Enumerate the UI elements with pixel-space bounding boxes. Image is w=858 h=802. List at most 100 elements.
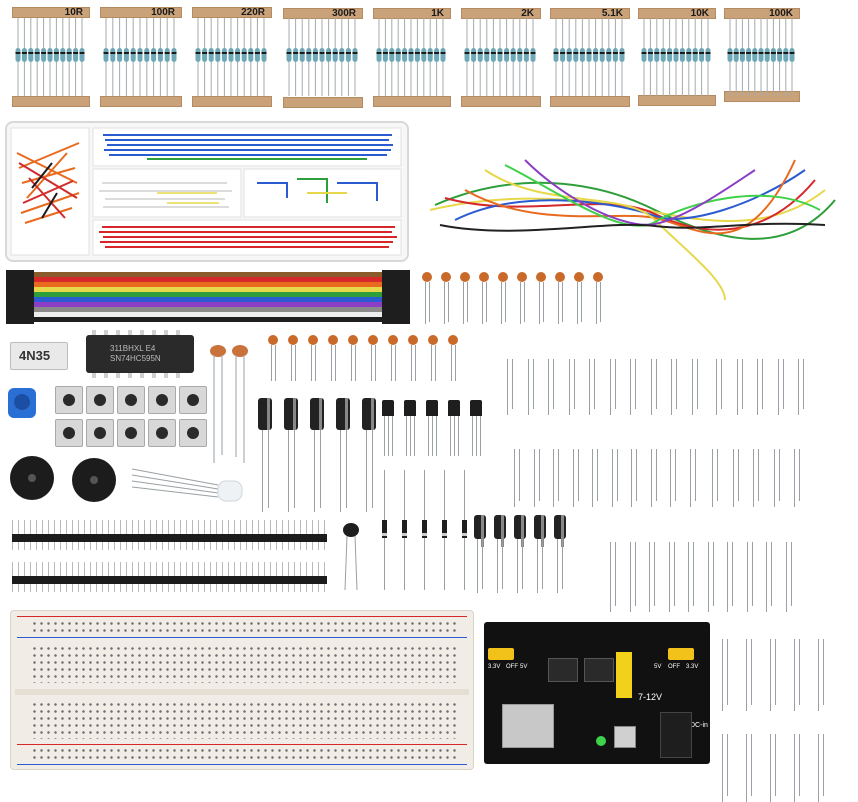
capacitor-lead [340,430,341,512]
led-leg [722,734,723,802]
resistor-band [326,52,332,54]
voltage-label: 7-12V [638,692,663,702]
ceramic-capacitor [388,335,398,345]
resistor-body [471,48,477,62]
resistor-body [421,48,427,62]
led-leg [803,359,804,409]
led-leg [597,449,598,501]
electrolytic-capacitor [554,515,566,547]
resistor-band [477,52,483,54]
capacitor-lead [351,345,352,381]
resistor-band [427,52,433,54]
transistor-lead [476,416,477,456]
led-leg [775,734,776,796]
resistor-body [171,48,177,62]
capacitor-lead [346,430,347,508]
electrolytic-capacitor [258,398,272,430]
diode [442,520,447,538]
capacitor-lead [375,345,376,381]
jumper-wire-box [5,121,409,262]
transistor-lead [480,416,481,456]
resistor-body [427,48,433,62]
resistor-body [66,48,72,62]
power-button[interactable] [614,726,636,748]
capacitor-lead [268,430,269,508]
resistor-band [599,52,605,54]
capacitor-lead [537,539,538,593]
ceramic-capacitor [555,272,565,282]
tactile-button [148,419,176,447]
ic-pins-top [92,330,188,335]
resistor-body [123,48,129,62]
resistor-tape-100k: 100K [724,8,800,19]
resistor-body [117,48,123,62]
resistor-body [60,48,66,62]
resistor-body [73,48,79,62]
resistor-bodies [15,18,795,96]
led-leg [775,639,776,705]
transistor [448,400,460,416]
resistor-band [15,52,21,54]
capacitor-lead [467,282,468,322]
ceramic-capacitor [368,335,378,345]
resistor-body [202,48,208,62]
led-leg [609,359,611,415]
capacitor-lead [524,282,525,322]
transistor-lead [406,416,407,456]
tactile-button [55,419,83,447]
ceramic-capacitor [268,335,278,345]
resistor-body [241,48,247,62]
diode [462,520,467,538]
led-leg [770,734,771,802]
resistor-label-10r: 10R [64,7,83,18]
resistor-body [647,48,653,62]
ceramic-capacitor [460,272,470,282]
led-leg [818,639,819,711]
tactile-button [179,419,207,447]
capacitor-lead [295,345,296,381]
dupont-wire-bundle [429,159,836,301]
resistor-body [553,48,559,62]
ceramic-capacitor [536,272,546,282]
capacitor-lead [429,282,430,322]
ceramic-capacitor [428,335,438,345]
resistor-tape-10k: 10K [638,8,716,19]
led-leg [573,359,575,409]
power-led [596,736,606,746]
led-leg [655,359,657,409]
ceramic-capacitor [441,272,451,282]
ceramic-capacitor [498,272,508,282]
resistor-band [619,52,625,54]
capacitor-lead [497,539,498,593]
transistor-lead [388,416,389,456]
resistor-body [770,48,776,62]
led-leg [636,449,637,501]
resistor-label-1k: 1K [431,8,444,19]
resistor-tape-10r: 10R [12,7,90,18]
optocoupler: 4N35 [10,342,68,370]
resistor-body [352,48,358,62]
ceramic-capacitor [517,272,527,282]
led-leg [799,639,800,705]
led-leg [741,359,743,409]
led-leg [785,542,787,612]
resistor-band [699,52,705,54]
capacitor-lead [294,430,295,508]
resistor-tape-bottom [192,96,272,107]
resistor-band [523,52,529,54]
led-leg [794,734,795,802]
resistor-body [490,48,496,62]
led-leg [766,542,767,612]
resistor-band [586,52,592,54]
resistor-band [434,52,440,54]
electrolytic-capacitor [494,515,506,547]
ic-pins-bottom [92,373,188,378]
led-leg [794,639,795,711]
resistor-band [733,52,739,54]
resistor-body [752,48,758,62]
capacitor-lead [600,282,601,322]
resistor-body [144,48,150,62]
resistor-body [34,48,40,62]
resistor-band [727,52,733,54]
led-leg [751,639,752,705]
